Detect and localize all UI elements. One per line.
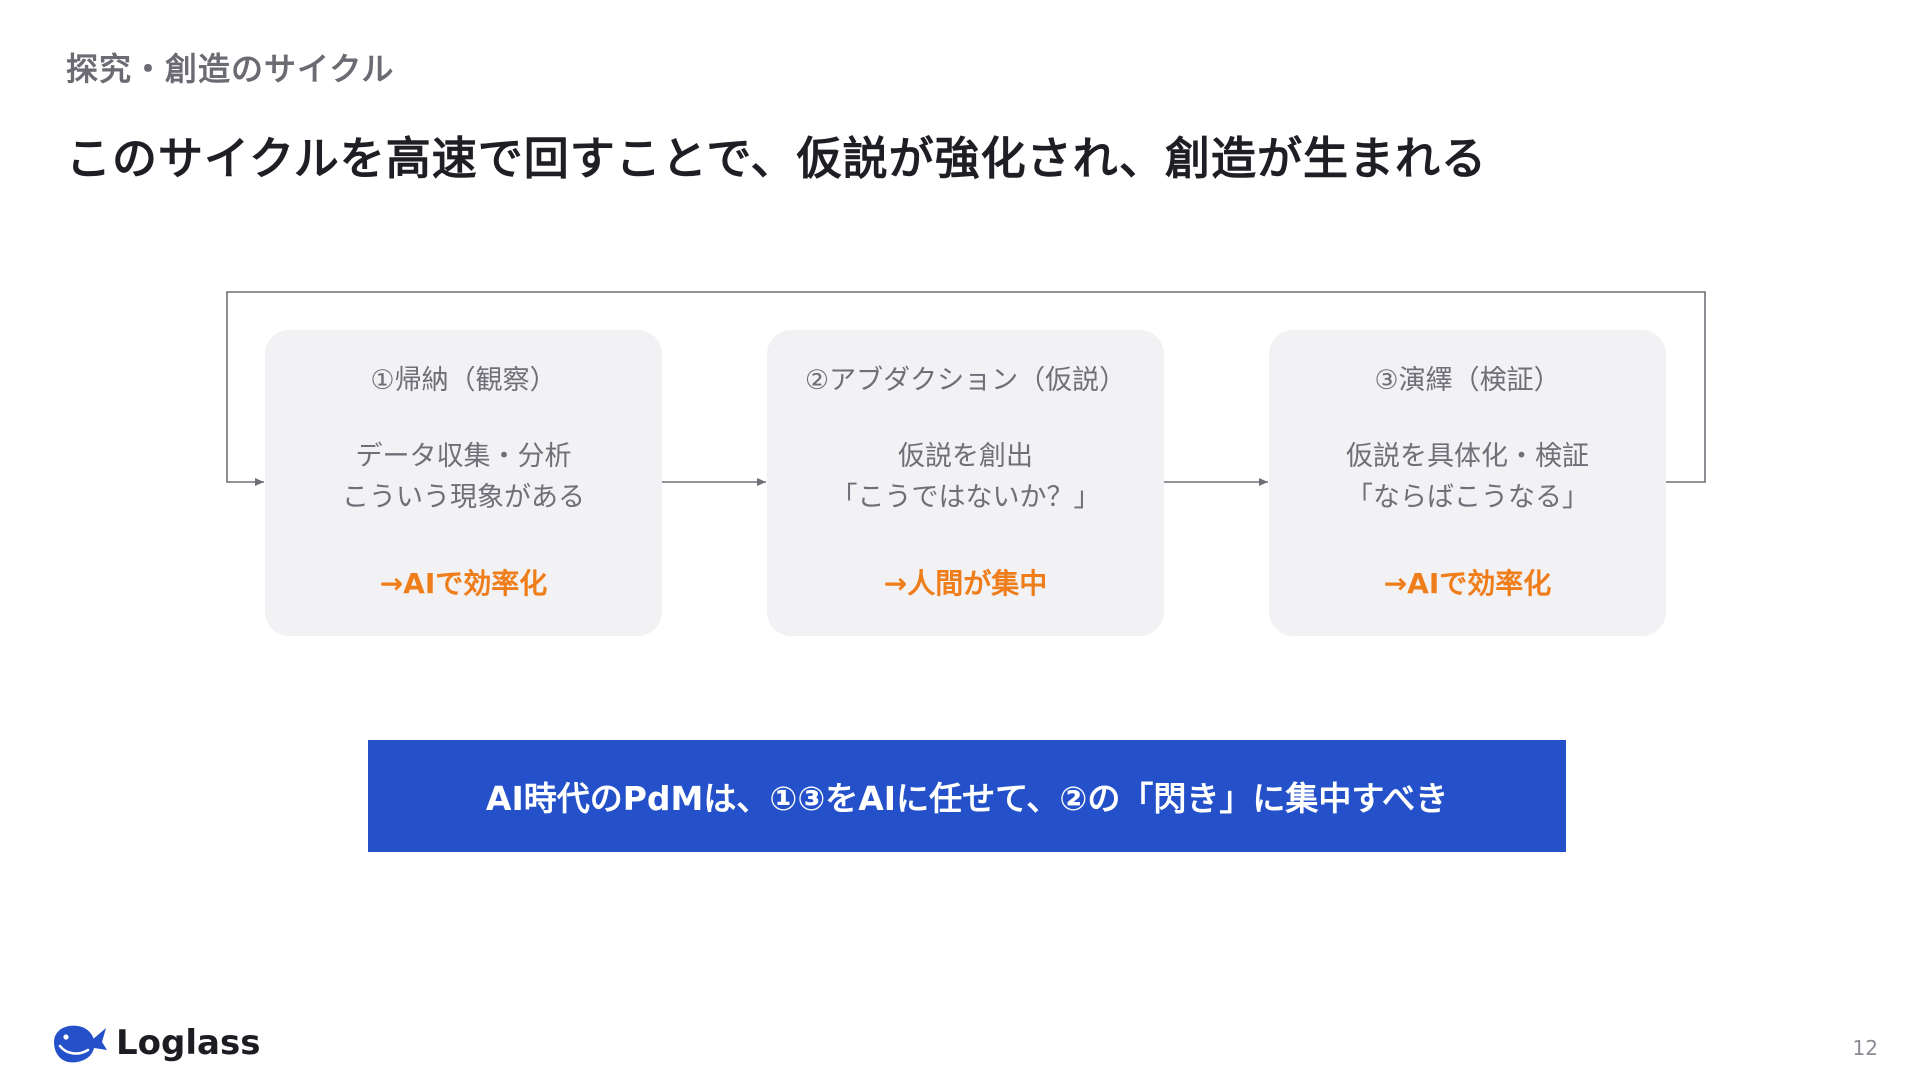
key-message-banner: AI時代のPdMは、①③をAIに任せて、②の「閃き」に集中すべき xyxy=(368,740,1566,852)
card-note: →AIで効率化 xyxy=(1383,567,1552,600)
card-title: ②アブダクション（仮説） xyxy=(804,365,1127,396)
card-description: 仮説を具体化・検証 「ならばこうなる」 xyxy=(1269,436,1666,518)
card-note: →AIで効率化 xyxy=(379,567,548,600)
brand-name: Loglass xyxy=(116,1023,261,1063)
card-abduction: ②アブダクション（仮説） 仮説を創出 「こうではないか？」 →人間が集中 xyxy=(767,330,1164,636)
card-line: こういう現象がある xyxy=(342,482,585,513)
section-label: 探究・創造のサイクル xyxy=(66,50,395,88)
page-number: 12 xyxy=(1852,1036,1878,1060)
card-line: 仮説を具体化・検証 xyxy=(1346,441,1589,472)
brand-logo: Loglass xyxy=(50,1020,260,1066)
card-deduction: ③演繹（検証） 仮説を具体化・検証 「ならばこうなる」 →AIで効率化 xyxy=(1269,330,1666,636)
whale-logo-icon xyxy=(54,1025,107,1063)
card-title: ③演繹（検証） xyxy=(1374,365,1561,396)
card-title: ①帰納（観察） xyxy=(370,365,557,396)
card-line: 仮説を創出 xyxy=(898,441,1033,472)
card-note: →人間が集中 xyxy=(883,567,1048,600)
card-line: 「こうではないか？」 xyxy=(830,482,1101,513)
card-induction: ①帰納（観察） データ収集・分析 こういう現象がある →AIで効率化 xyxy=(265,330,662,636)
feedback-loop-line xyxy=(226,291,1706,486)
page-title: このサイクルを高速で回すことで、仮説が強化され、創造が生まれる xyxy=(66,132,1488,185)
card-description: 仮説を創出 「こうではないか？」 xyxy=(767,436,1164,518)
card-description: データ収集・分析 こういう現象がある xyxy=(265,436,662,518)
card-line: データ収集・分析 xyxy=(355,441,572,472)
card-line: 「ならばこうなる」 xyxy=(1346,482,1589,513)
